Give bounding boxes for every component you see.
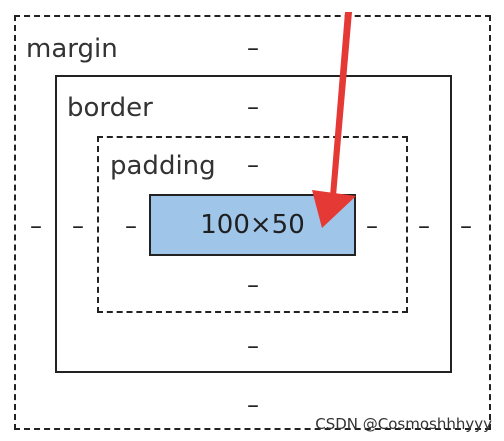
padding-top-value: – [247,151,259,179]
border-right-value: – [418,212,430,240]
margin-right-value: – [460,212,472,240]
border-top-value: – [247,93,259,121]
border-left-value: – [72,212,84,240]
margin-label: margin [26,34,118,64]
padding-label: padding [110,151,216,181]
padding-left-value: – [125,212,137,240]
padding-right-value: – [366,212,378,240]
margin-box [14,15,491,430]
border-bottom-value: – [247,332,259,360]
content-size-label: 100×50 [200,210,305,240]
border-box [55,75,452,373]
border-label: border [67,93,153,123]
padding-box [97,136,408,313]
margin-top-value: – [247,34,259,62]
margin-bottom-value: – [247,391,259,419]
padding-bottom-value: – [247,271,259,299]
watermark: CSDN @Cosmoshhhyyy [315,415,492,433]
margin-left-value: – [30,212,42,240]
